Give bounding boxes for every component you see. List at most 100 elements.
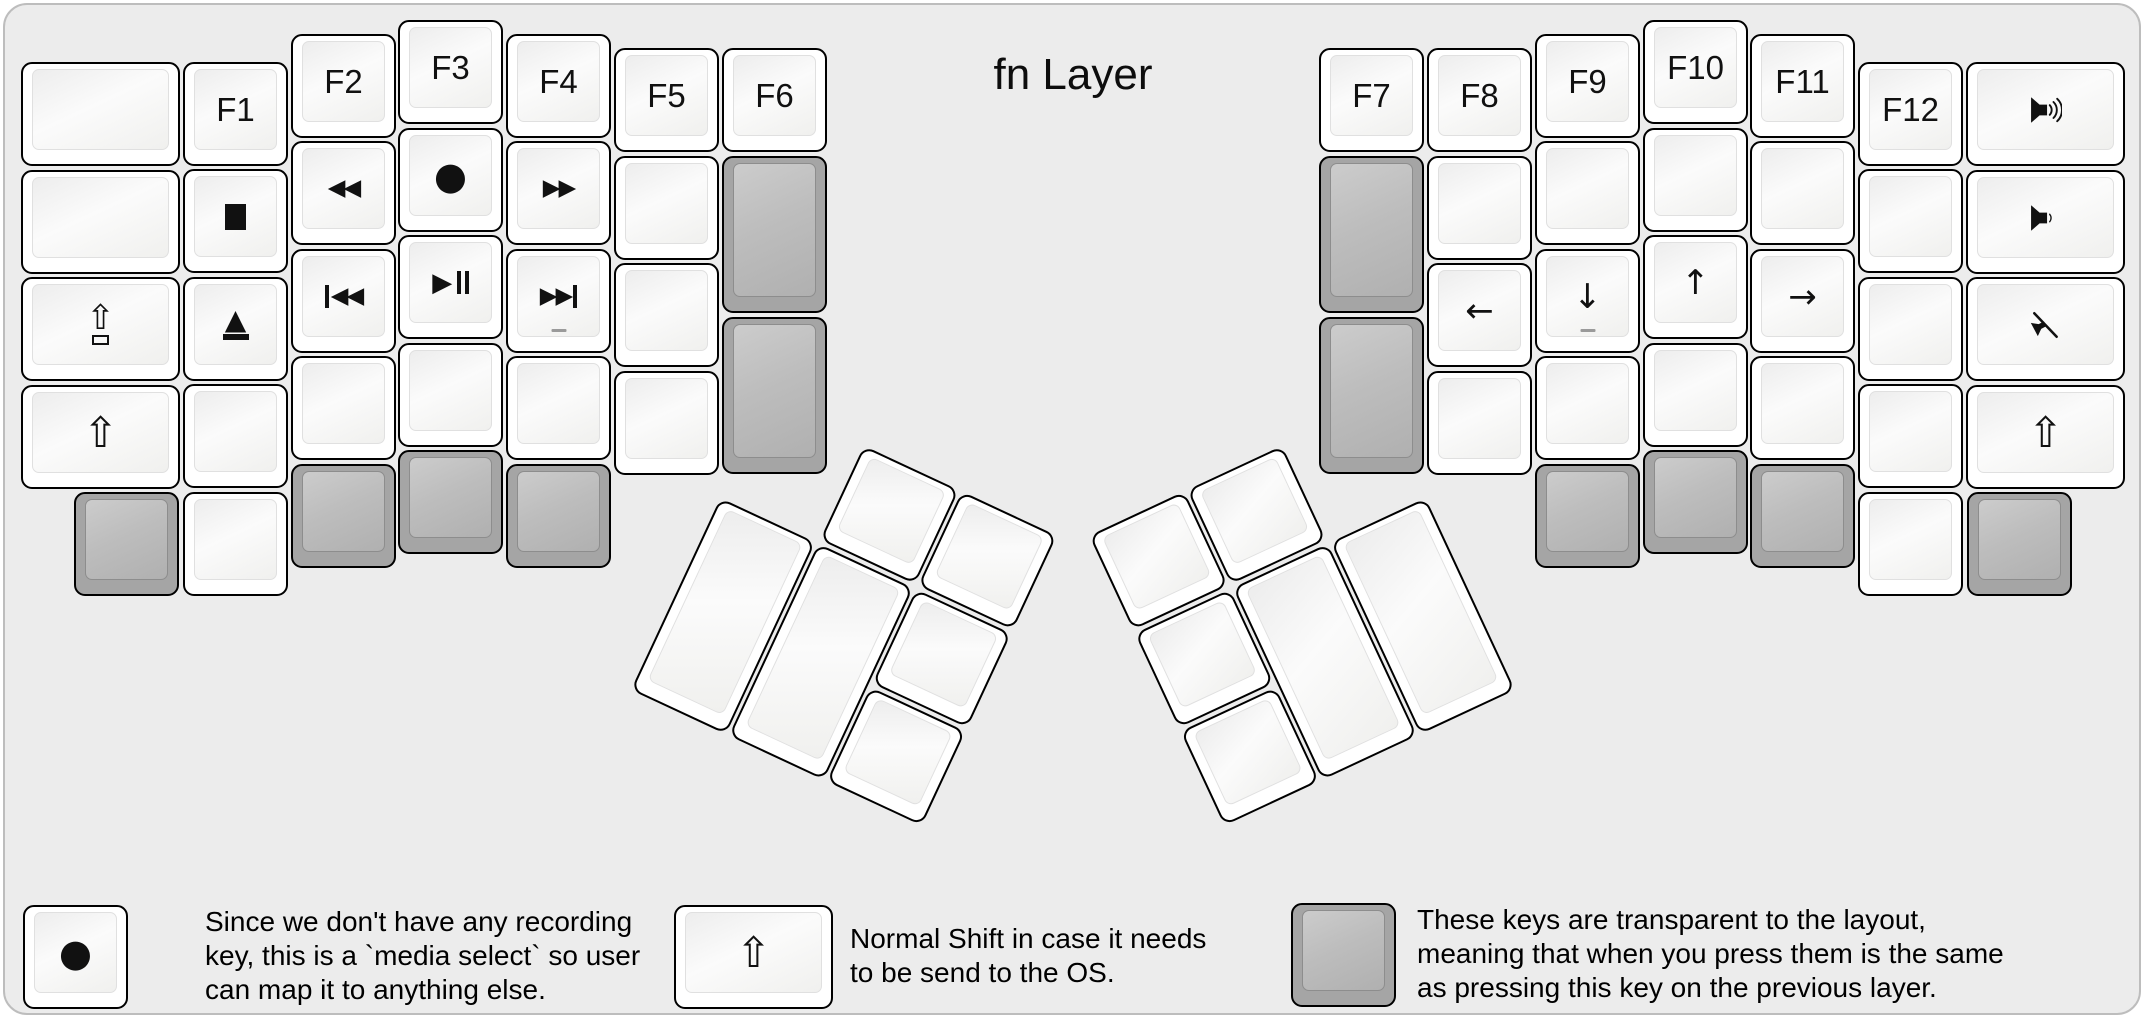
key-shift: ⇧	[1966, 385, 2125, 489]
keycap-face: ▶▶	[517, 148, 600, 229]
caps-bar	[92, 334, 109, 345]
keycap-face	[843, 698, 953, 807]
key-blank	[614, 263, 719, 367]
keycap-face	[733, 324, 816, 458]
up-arrow-icon: ↑	[1681, 262, 1710, 303]
keycap-face	[888, 600, 999, 709]
layer-title: fn Layer	[993, 50, 1153, 99]
keycap-face	[32, 177, 169, 258]
key-blank	[183, 492, 288, 596]
keycap-face	[1438, 378, 1521, 459]
volume-up-icon	[2030, 95, 2062, 125]
key-record: ●	[23, 905, 128, 1009]
key-f8: F8	[1427, 48, 1532, 152]
keycap-face: ←	[1438, 270, 1521, 351]
keycap-face: ↑	[1654, 242, 1737, 323]
keycap-face: F8	[1438, 55, 1521, 136]
key-shift: ⇧	[674, 905, 833, 1009]
key-label: F5	[647, 76, 686, 114]
keycap-face: ⇧	[32, 284, 169, 365]
keycap-face	[1438, 163, 1521, 244]
key-caps-shift: ⇧	[21, 277, 180, 381]
keycap-face	[302, 471, 385, 552]
key-label: F8	[1460, 76, 1499, 114]
keycap-face: F3	[409, 27, 492, 108]
legend-line: can map it to anything else.	[205, 974, 546, 1005]
eject-icon: ▲	[222, 303, 249, 340]
keycap-face: F11	[1761, 41, 1844, 122]
keycap-face	[1977, 69, 2114, 150]
shift-icon: ⇧	[82, 407, 119, 457]
key-transparent	[398, 450, 503, 554]
key-label: F4	[539, 62, 578, 100]
key-left-arrow: ←	[1427, 263, 1532, 367]
key-up-arrow: ↑	[1643, 235, 1748, 339]
legend-line: meaning that when you press them is the …	[1417, 938, 2004, 969]
key-f5: F5	[614, 48, 719, 152]
key-blank	[1427, 156, 1532, 260]
keycap-face	[1977, 177, 2114, 258]
key-blank	[1858, 492, 1963, 596]
legend-line: Since we don't have any recording	[205, 906, 633, 937]
right-arrow-icon: →	[1788, 276, 1817, 317]
keycap-face: F7	[1330, 55, 1413, 136]
key-f12: F12	[1858, 62, 1963, 166]
key-stop	[183, 169, 288, 273]
keycap-face: F6	[733, 55, 816, 136]
key-blank	[1643, 128, 1748, 232]
key-blank	[1535, 356, 1640, 460]
keycap-face	[194, 176, 277, 257]
caps-shift-icon: ⇧	[86, 301, 115, 345]
keycap-face	[733, 163, 816, 297]
key-blank	[1858, 384, 1963, 488]
shift-icon: ⇧	[735, 927, 772, 977]
key-f9: F9	[1535, 34, 1640, 138]
key-transparent	[722, 156, 827, 313]
key-label: F11	[1775, 62, 1830, 100]
key-shift: ⇧	[21, 385, 180, 489]
keycap-face: →	[1761, 256, 1844, 337]
play-glyph: ▶	[432, 267, 453, 298]
key-down-arrow: ↓	[1535, 249, 1640, 353]
legend-line: to be send to the OS.	[850, 957, 1115, 988]
keycap-face	[1761, 471, 1844, 552]
key-play-pause: ▶	[398, 235, 503, 339]
key-blank	[21, 170, 180, 274]
keycap-face	[409, 457, 492, 538]
key-transparent	[74, 492, 179, 596]
key-transparent	[1643, 450, 1748, 554]
key-prev-track: ◀◀	[291, 249, 396, 353]
key-blank	[291, 356, 396, 460]
keycap-face	[1869, 284, 1952, 365]
legend-line: as pressing this key on the previous lay…	[1417, 972, 1937, 1003]
keycap-face	[625, 270, 708, 351]
keycap-face: ●	[34, 912, 117, 993]
mute-icon	[2030, 310, 2062, 340]
track-bar	[573, 285, 578, 308]
eject-triangle: ▲	[224, 303, 247, 337]
key-label: F1	[216, 90, 255, 128]
keycap-face	[1869, 499, 1952, 580]
keycap-face: ▲	[194, 284, 277, 365]
shift-icon: ⇧	[2027, 407, 2064, 457]
key-label: F6	[755, 76, 794, 114]
key-f11: F11	[1750, 34, 1855, 138]
keycap-face	[1761, 148, 1844, 229]
homing-dash	[551, 328, 566, 332]
key-transparent	[1291, 903, 1396, 1007]
key-f6: F6	[722, 48, 827, 152]
track-bar	[324, 285, 329, 308]
key-label: F9	[1568, 62, 1607, 100]
stop-icon	[225, 203, 246, 230]
keycap-face: F9	[1546, 41, 1629, 122]
keycap-face: F5	[625, 55, 708, 136]
key-label: F2	[324, 62, 363, 100]
keycap-face: F10	[1654, 27, 1737, 108]
keycap-face: ●	[409, 135, 492, 216]
keycap-face	[1147, 600, 1258, 709]
keycap-face: ▶	[409, 242, 492, 323]
key-blank	[1858, 169, 1963, 273]
legend-line: key, this is a `media select` so user	[205, 940, 641, 971]
